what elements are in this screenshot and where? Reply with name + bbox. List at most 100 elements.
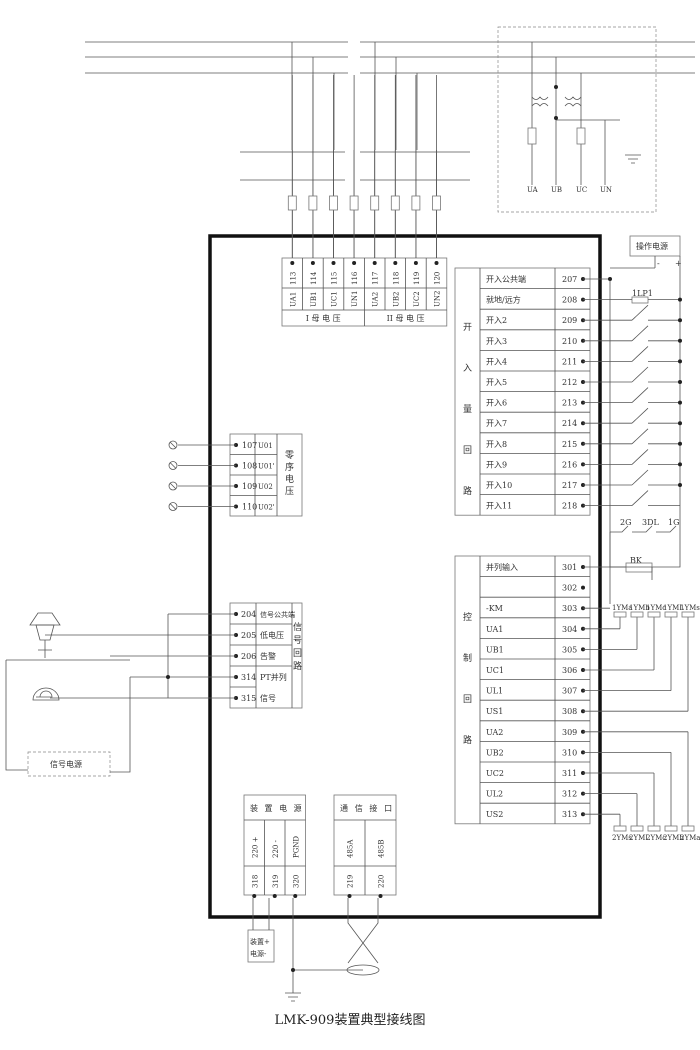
- bus-terminal-icon: [630, 825, 644, 832]
- pt-group2-label: II 母 电 压: [387, 313, 425, 323]
- control-terminal: 307: [562, 687, 577, 696]
- control-block: [454, 555, 591, 825]
- fuse-icon: [432, 195, 441, 211]
- fuse-icon: [287, 195, 297, 211]
- bus2-label: 2YMb: [663, 834, 684, 842]
- device-power-block-header: 电: [279, 803, 287, 813]
- binary-input-name: 开入7: [486, 419, 507, 428]
- wire: [169, 503, 177, 510]
- terminal-dot: [166, 675, 170, 679]
- terminal-dot: [678, 359, 682, 364]
- wire: [631, 304, 649, 321]
- binary-input-name: 开入10: [486, 481, 512, 490]
- signal-name: PT并列: [260, 672, 287, 682]
- fuse-icon: [329, 195, 338, 211]
- svg-text:+: +: [675, 259, 682, 268]
- terminal-screw-icon: [168, 481, 178, 491]
- terminal-dot: [290, 261, 295, 265]
- terminal-dot: [372, 261, 377, 265]
- signal-terminal: 315: [241, 694, 256, 703]
- binary-input-group-label: 量: [463, 404, 472, 415]
- bus2-label: 2YML: [629, 834, 650, 842]
- zero-seq-label: 零: [285, 450, 294, 461]
- zero-seq-label: 电: [285, 473, 294, 485]
- terminal-dot: [581, 585, 585, 590]
- terminal-screw-icon: [168, 461, 178, 470]
- bus-terminal-icon: [664, 611, 678, 618]
- wire: [631, 407, 649, 424]
- pt-signal-label: UC2: [413, 291, 421, 307]
- binary-input-terminal: 212: [562, 378, 577, 387]
- signal-name: 告警: [260, 651, 276, 661]
- binary-input-group-label: 路: [463, 485, 472, 497]
- binary-input-group-label: 入: [463, 363, 472, 374]
- device-power-block-header: 装: [250, 803, 258, 813]
- bk-icon: [625, 562, 653, 573]
- plate-icon: [631, 296, 649, 304]
- terminal-dot: [347, 894, 352, 898]
- terminal-screw-icon: [168, 502, 178, 511]
- zero-seq-label: 压: [285, 486, 294, 497]
- signal-label: 回: [293, 648, 302, 659]
- control-terminal: 311: [562, 769, 577, 778]
- binary-input-terminal: 218: [562, 502, 577, 511]
- comm-block-header: 信: [355, 803, 363, 813]
- device-power-block-signal: 220 +: [251, 836, 259, 858]
- bk-label: BK: [630, 556, 643, 565]
- device-power-block-terminal: 319: [272, 875, 280, 888]
- control-terminal: 301: [562, 563, 577, 572]
- pt-terminal-number: 120: [434, 272, 442, 285]
- bus2-label: 2YMs: [612, 834, 632, 842]
- zero-seq-terminal: 107: [242, 441, 257, 450]
- control-name: UC2: [486, 769, 504, 778]
- control-terminal: 312: [562, 790, 577, 799]
- binary-input-name: 开入3: [486, 337, 507, 346]
- zero-seq-terminal: 108: [242, 462, 257, 471]
- signal-label: 路: [293, 660, 302, 672]
- comm-block-signal: 485B: [378, 839, 386, 858]
- binary-input-group-label: 开: [463, 322, 472, 333]
- pt-signal-label: UA1: [289, 292, 297, 307]
- signal-name: 信号: [260, 693, 276, 703]
- comm-block-header: 接: [369, 803, 377, 813]
- terminal-dot: [678, 441, 682, 446]
- control-terminal: 305: [562, 645, 577, 654]
- pt-terminal-number: 115: [331, 272, 339, 285]
- bus1-label: 1YMa: [612, 604, 632, 612]
- signal-power-box: [27, 751, 111, 777]
- zero-seq-signal: U01': [258, 463, 275, 471]
- control-name: US1: [486, 707, 503, 716]
- fuse-icon: [370, 195, 380, 211]
- control-name: UA2: [486, 728, 503, 737]
- wire: [169, 441, 177, 449]
- wire: [631, 325, 649, 342]
- binary-input-name: 开入11: [486, 502, 512, 511]
- control-name: UC1: [486, 666, 504, 675]
- label-1g: 1G: [668, 518, 679, 527]
- terminal-dot: [434, 261, 439, 265]
- terminal-dot: [678, 297, 682, 302]
- control-name: UL1: [486, 687, 503, 696]
- control-group-label: 控: [463, 611, 472, 623]
- wire: [169, 482, 177, 490]
- binary-input-name: 就地/远方: [486, 295, 521, 305]
- control-name: US2: [486, 810, 503, 819]
- bus-terminal-icon: [681, 825, 695, 832]
- binary-input-terminal: 209: [562, 316, 577, 325]
- device-power-ext-1: 装置+: [250, 937, 270, 946]
- fuse-icon: [390, 195, 400, 211]
- device-enclosure: [208, 234, 602, 919]
- pt-detail: UA UB UC UN: [497, 26, 657, 213]
- pt-terminal-number: 119: [413, 272, 421, 285]
- signal-block: [229, 602, 303, 709]
- device-power-ext: [247, 929, 275, 963]
- terminal-dot: [413, 261, 418, 265]
- terminal-dot: [678, 483, 682, 487]
- control-group-label: 制: [463, 652, 472, 664]
- terminal-dot: [272, 894, 277, 898]
- wire: [631, 387, 649, 403]
- bus-terminal-icon: [613, 825, 627, 832]
- binary-input-name: 开入9: [486, 460, 507, 469]
- binary-input-name: 开入4: [486, 357, 507, 366]
- bus-terminal-icon: [647, 825, 661, 832]
